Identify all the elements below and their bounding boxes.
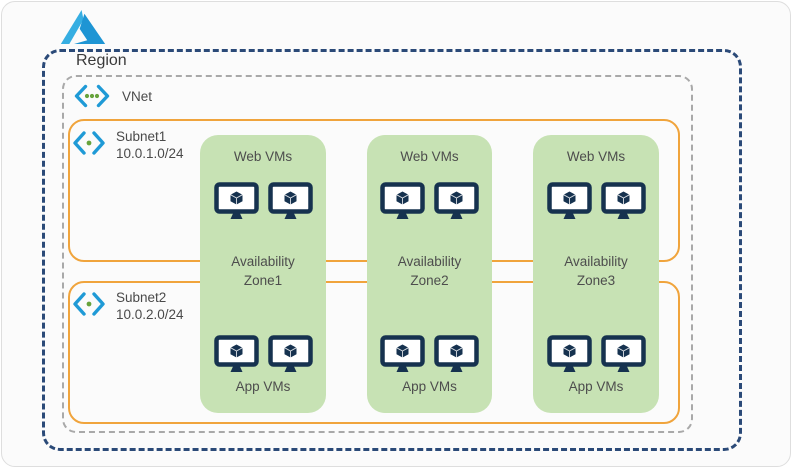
subnet2-cidr: 10.0.2.0/24 xyxy=(116,307,184,322)
subnet2-name: Subnet2 xyxy=(116,290,167,305)
zone-name-line1: Availability xyxy=(564,254,628,269)
app-vm-group xyxy=(200,335,326,372)
zone-name-line1: Availability xyxy=(397,254,462,269)
vm-icon xyxy=(434,182,479,219)
vm-icon xyxy=(600,182,646,219)
vm-icon xyxy=(267,182,313,219)
zone-name: Availability Zone3 xyxy=(533,252,659,290)
region-label: Region xyxy=(76,52,127,69)
zone-name-line2: Zone3 xyxy=(576,273,616,288)
vnet-boundary xyxy=(62,75,693,433)
vm-icon xyxy=(380,182,425,219)
vm-icon xyxy=(213,182,259,219)
app-vm-group xyxy=(367,335,492,372)
region-boundary xyxy=(42,49,742,451)
zone-name: Availability Zone1 xyxy=(200,252,326,290)
vm-icon xyxy=(546,335,592,372)
app-vm-group xyxy=(533,335,659,372)
web-vms-label: Web VMs xyxy=(233,149,293,164)
subnet1-cidr: 10.0.1.0/24 xyxy=(116,146,184,161)
web-vms-label: Web VMs xyxy=(400,149,459,164)
zone-name-line1: Availability xyxy=(231,254,295,269)
availability-zone-1: Web VMs Availability Zone1 App VMs xyxy=(200,135,326,413)
availability-zone-3: Web VMs Availability Zone3 App VMs xyxy=(533,135,659,413)
vm-icon xyxy=(434,335,479,372)
vm-icon xyxy=(546,182,592,219)
subnet1-name: Subnet1 xyxy=(116,129,167,144)
app-vms-label: App VMs xyxy=(402,379,457,394)
app-vms-label: App VMs xyxy=(235,379,291,394)
subnet2-label-row: Subnet2 10.0.2.0/24 xyxy=(72,289,184,323)
vm-icon xyxy=(213,335,259,372)
vm-icon xyxy=(600,335,646,372)
app-vms-label: App VMs xyxy=(568,379,624,394)
zone-name: Availability Zone2 xyxy=(367,252,492,290)
subnet-icon xyxy=(73,292,105,316)
vnet-label: VNet xyxy=(122,88,153,104)
web-vms-label: Web VMs xyxy=(566,149,626,164)
web-vm-group xyxy=(533,182,659,219)
subnet1-label-row: Subnet1 10.0.1.0/24 xyxy=(72,128,184,162)
zone-name-line2: Zone1 xyxy=(243,273,283,288)
vm-icon xyxy=(267,335,313,372)
web-vm-group xyxy=(367,182,492,219)
vnet-icon xyxy=(74,84,110,108)
zone-name-line2: Zone2 xyxy=(410,273,449,288)
azure-logo-icon xyxy=(60,10,106,44)
availability-zone-2: Web VMs Availability Zone2 App VMs xyxy=(367,135,492,413)
subnet-icon xyxy=(73,131,105,155)
web-vm-group xyxy=(200,182,326,219)
vnet-label-row: VNet xyxy=(74,83,152,109)
vm-icon xyxy=(380,335,425,372)
